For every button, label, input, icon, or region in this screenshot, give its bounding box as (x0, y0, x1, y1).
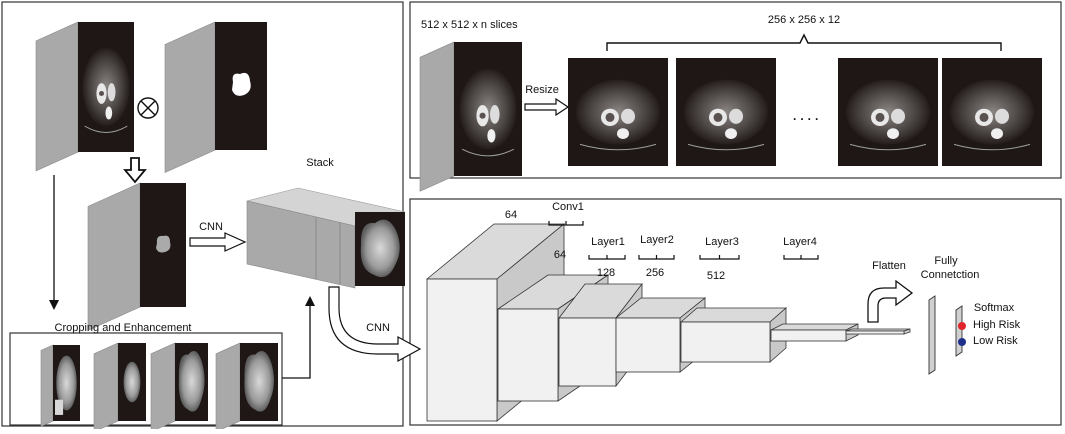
layer2-lower-label: 256 (645, 267, 665, 279)
resized-slice-3 (838, 58, 938, 166)
output-brace (606, 33, 1002, 51)
layer-input-upper-label: 64 (504, 209, 518, 221)
top-right-panel-border (409, 1, 1062, 179)
cropping-box-border (9, 332, 283, 426)
layer1-lower-label: 128 (596, 267, 616, 279)
resize-arrow-icon (524, 97, 570, 117)
ct-slabs-group (35, 21, 1042, 433)
circled-times-icon (137, 97, 159, 119)
bracket-3 (638, 255, 675, 260)
mask-slab (164, 21, 267, 173)
bracket-2 (588, 255, 626, 260)
input-size-label: 512 x 512 x n slices (421, 19, 518, 31)
layer-conv1-lower-label: 64 (553, 249, 567, 261)
curved-connector-arrow-icon (328, 286, 422, 363)
crop-slab-1 (40, 344, 80, 427)
fully-label-line1: Fully (934, 255, 958, 267)
legend-low-risk-label: Low Risk (973, 335, 1018, 347)
down-arrow-icon (123, 157, 147, 184)
layer4-box (770, 323, 859, 342)
resize-label: Resize (525, 84, 559, 96)
bracket-1 (548, 221, 584, 226)
layer2-box (614, 297, 707, 373)
high-risk-dot-icon (958, 322, 966, 330)
stack-block (246, 187, 406, 289)
layer3-lower-label: 512 (706, 270, 726, 282)
resized-slice-4 (942, 58, 1042, 166)
slices-ellipsis: · · · · (793, 112, 819, 126)
cropping-label: Cropping and Enhancement (54, 322, 192, 334)
crop-slab-4 (215, 342, 278, 433)
resize-input-slab (419, 41, 522, 192)
crop-slab-3 (150, 342, 208, 433)
resized-slice-1 (568, 58, 668, 166)
fully-label-line2: Connetction (920, 269, 980, 281)
layer1-upper-label: Layer1 (591, 236, 625, 248)
layer4-upper-label: Layer4 (783, 236, 817, 248)
masked-ct-slab (87, 182, 186, 331)
input-ct-slab (35, 21, 134, 172)
flatten-arrow-icon (867, 279, 914, 323)
stack-label: Stack (306, 157, 334, 169)
bottom-right-panel-border (409, 198, 1062, 426)
bracket-4 (699, 255, 740, 260)
softmax-label: Softmax (973, 302, 1015, 314)
layer-brackets (548, 221, 819, 260)
fully-connected-bars (928, 295, 963, 375)
flatten-bar (845, 328, 911, 335)
low-risk-dot-icon (958, 338, 966, 346)
bracket-5 (783, 255, 819, 260)
legend-high-risk-label: High Risk (973, 319, 1021, 331)
resized-slice-2 (676, 58, 776, 166)
layer-conv1-upper-label: Conv1 (552, 201, 584, 213)
output-size-label: 256 x 256 x 12 (767, 14, 841, 26)
layer2-upper-label: Layer2 (640, 234, 674, 246)
connector-cnn-label: CNN (366, 322, 390, 334)
network-layers-group (425, 223, 911, 422)
layer3-upper-label: Layer3 (705, 236, 739, 248)
left-cnn-label: CNN (199, 221, 223, 233)
layer3-box (679, 307, 788, 363)
crop-slab-2 (93, 342, 146, 433)
flatten-label: Flatten (872, 260, 906, 272)
up-elbow-arrow-icon (282, 296, 315, 379)
cnn-right-arrow-icon (189, 232, 247, 252)
